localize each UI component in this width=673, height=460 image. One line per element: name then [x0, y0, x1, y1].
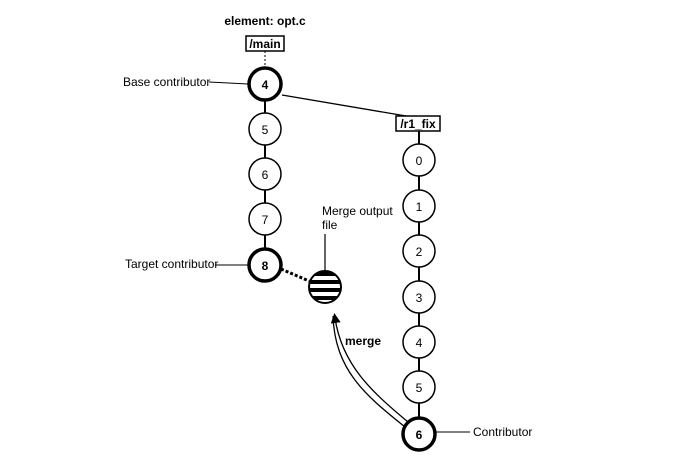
main-version-5-label: 5 [262, 123, 269, 137]
r1-fix-version-1-label: 1 [416, 200, 423, 214]
element-title: element: opt.c [224, 14, 306, 28]
r1-fix-version-5-label: 5 [416, 381, 423, 395]
main-version-6-node: 6 [248, 157, 282, 191]
merge-output-file-icon [308, 270, 342, 304]
r1-fix-version-5-node: 5 [402, 370, 436, 404]
r1-fix-version-4-node: 4 [402, 325, 436, 359]
r1-fix-version-1-node: 1 [402, 189, 436, 223]
main-version-5-node: 5 [248, 112, 282, 146]
main-version-8-node: 8 [247, 247, 283, 283]
main-version-4-node: 4 [247, 66, 283, 102]
r1-fix-version-0-label: 0 [416, 154, 423, 168]
main-version-6-label: 6 [262, 168, 269, 182]
main-version-8-label: 8 [262, 259, 269, 273]
r1-fix-version-0-node: 0 [402, 143, 436, 177]
merge-output-connector [280, 267, 310, 283]
r1-fix-version-2-node: 2 [402, 234, 436, 268]
r1-fix-branch-label: /r1_fix [400, 117, 436, 131]
r1-fix-version-3-label: 3 [416, 291, 423, 305]
target-contributor-label: Target contributor [125, 257, 218, 271]
base-contributor-pointer [208, 81, 249, 85]
merge-label: merge [345, 334, 381, 348]
r1-fix-version-2-label: 2 [416, 245, 423, 259]
merge-output-label-line1: Merge output [322, 204, 393, 218]
main-branch-label: /main [249, 37, 280, 51]
main-version-4-label: 4 [262, 78, 269, 92]
merge-arrow [330, 313, 409, 423]
r1-fix-version-6-node: 6 [401, 416, 437, 452]
r1-fix-version-3-node: 3 [402, 280, 436, 314]
r1-fix-version-4-label: 4 [416, 336, 423, 350]
merge-arrow-line-outer [332, 315, 406, 428]
merge-output-label-line2: file [322, 218, 338, 232]
branch-connector-line [281, 94, 413, 118]
main-version-7-node: 7 [248, 202, 282, 236]
main-version-7-label: 7 [262, 213, 269, 227]
contributor-label: Contributor [473, 425, 532, 439]
r1-fix-version-6-label: 6 [416, 428, 423, 442]
base-contributor-label: Base contributor [123, 75, 210, 89]
